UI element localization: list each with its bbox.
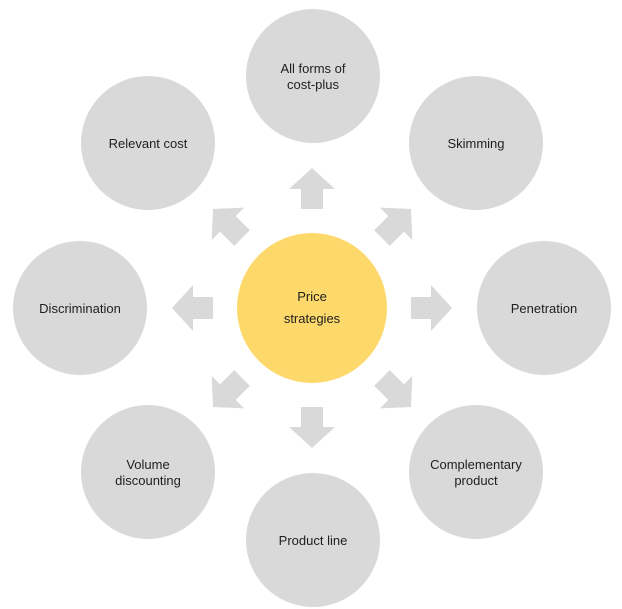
node-discrimination: Discrimination — [13, 241, 147, 375]
arrow-to-volume-discounting — [211, 370, 250, 409]
arrow-shape — [289, 168, 335, 209]
nodes-layer: All forms ofcost-plusSkimmingPenetration… — [13, 9, 611, 607]
node-circle — [409, 76, 543, 210]
node-product-line: Product line — [246, 473, 380, 607]
node-skimming: Skimming — [409, 76, 543, 210]
arrow-to-complementary-product — [374, 370, 413, 409]
node-circle — [246, 473, 380, 607]
center-node: Price strategies — [237, 233, 387, 383]
node-label: Penetration — [511, 301, 578, 316]
node-label: cost-plus — [287, 77, 340, 92]
node-label: All forms of — [280, 61, 345, 76]
node-circle — [81, 405, 215, 539]
arrow-shape — [374, 207, 413, 246]
center-label-line-1: Price — [297, 289, 327, 304]
arrow-shape — [289, 407, 335, 448]
node-label: product — [454, 473, 498, 488]
node-penetration: Penetration — [477, 241, 611, 375]
arrow-to-cost-plus — [289, 168, 335, 209]
arrow-to-skimming — [374, 207, 413, 246]
node-circle — [246, 9, 380, 143]
center-label-line-2: strategies — [284, 311, 341, 326]
node-label: discounting — [115, 473, 181, 488]
arrow-to-relevant-cost — [211, 207, 250, 246]
arrow-to-penetration — [411, 285, 452, 331]
arrows-layer — [172, 168, 452, 448]
node-circle — [477, 241, 611, 375]
node-circle — [81, 76, 215, 210]
arrow-to-product-line — [289, 407, 335, 448]
node-relevant-cost: Relevant cost — [81, 76, 215, 210]
arrow-shape — [374, 370, 413, 409]
node-circle — [13, 241, 147, 375]
node-label: Complementary — [430, 457, 522, 472]
arrow-to-discrimination — [172, 285, 213, 331]
center-circle — [237, 233, 387, 383]
node-circle — [409, 405, 543, 539]
node-label: Discrimination — [39, 301, 121, 316]
node-label: Relevant cost — [109, 136, 188, 151]
arrow-shape — [411, 285, 452, 331]
node-label: Volume — [126, 457, 169, 472]
arrow-shape — [211, 370, 250, 409]
arrow-shape — [172, 285, 213, 331]
node-label: Product line — [279, 533, 348, 548]
arrow-shape — [211, 207, 250, 246]
node-label: Skimming — [447, 136, 504, 151]
